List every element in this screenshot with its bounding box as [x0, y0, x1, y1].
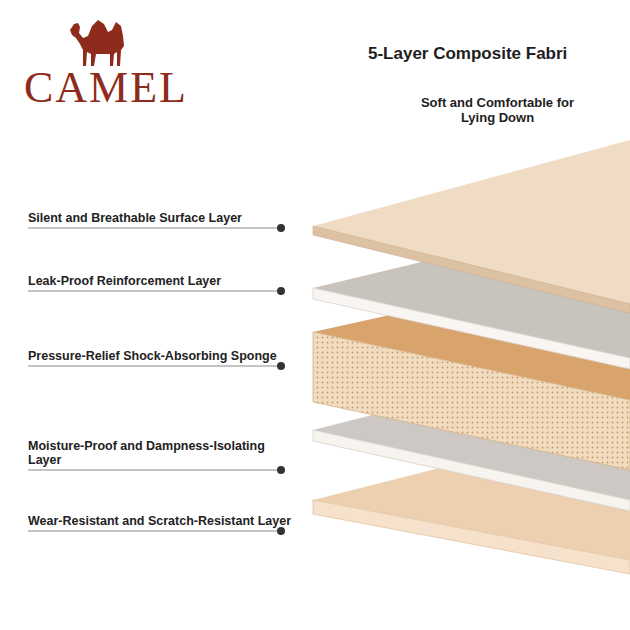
layer-label: Moisture-Proof and Dampness-Isolating La… — [28, 439, 300, 467]
top-note: Soft and Comfortable for Lying Down — [410, 95, 585, 125]
leader-lines — [28, 228, 277, 531]
camel-logo — [70, 20, 124, 66]
layer-label: Pressure-Relief Shock-Absorbing Sponge — [28, 349, 290, 363]
layer-label: Wear-Resistant and Scratch-Resistant Lay… — [28, 514, 300, 528]
surface-layer — [313, 140, 630, 313]
layer-label: Silent and Breathable Surface Layer — [28, 211, 290, 225]
brand-name: CAMEL — [24, 62, 188, 113]
layer-label: Leak-Proof Reinforcement Layer — [28, 274, 290, 288]
diagram-title: 5-Layer Composite Fabri — [368, 44, 567, 64]
leader-dots — [277, 224, 285, 535]
